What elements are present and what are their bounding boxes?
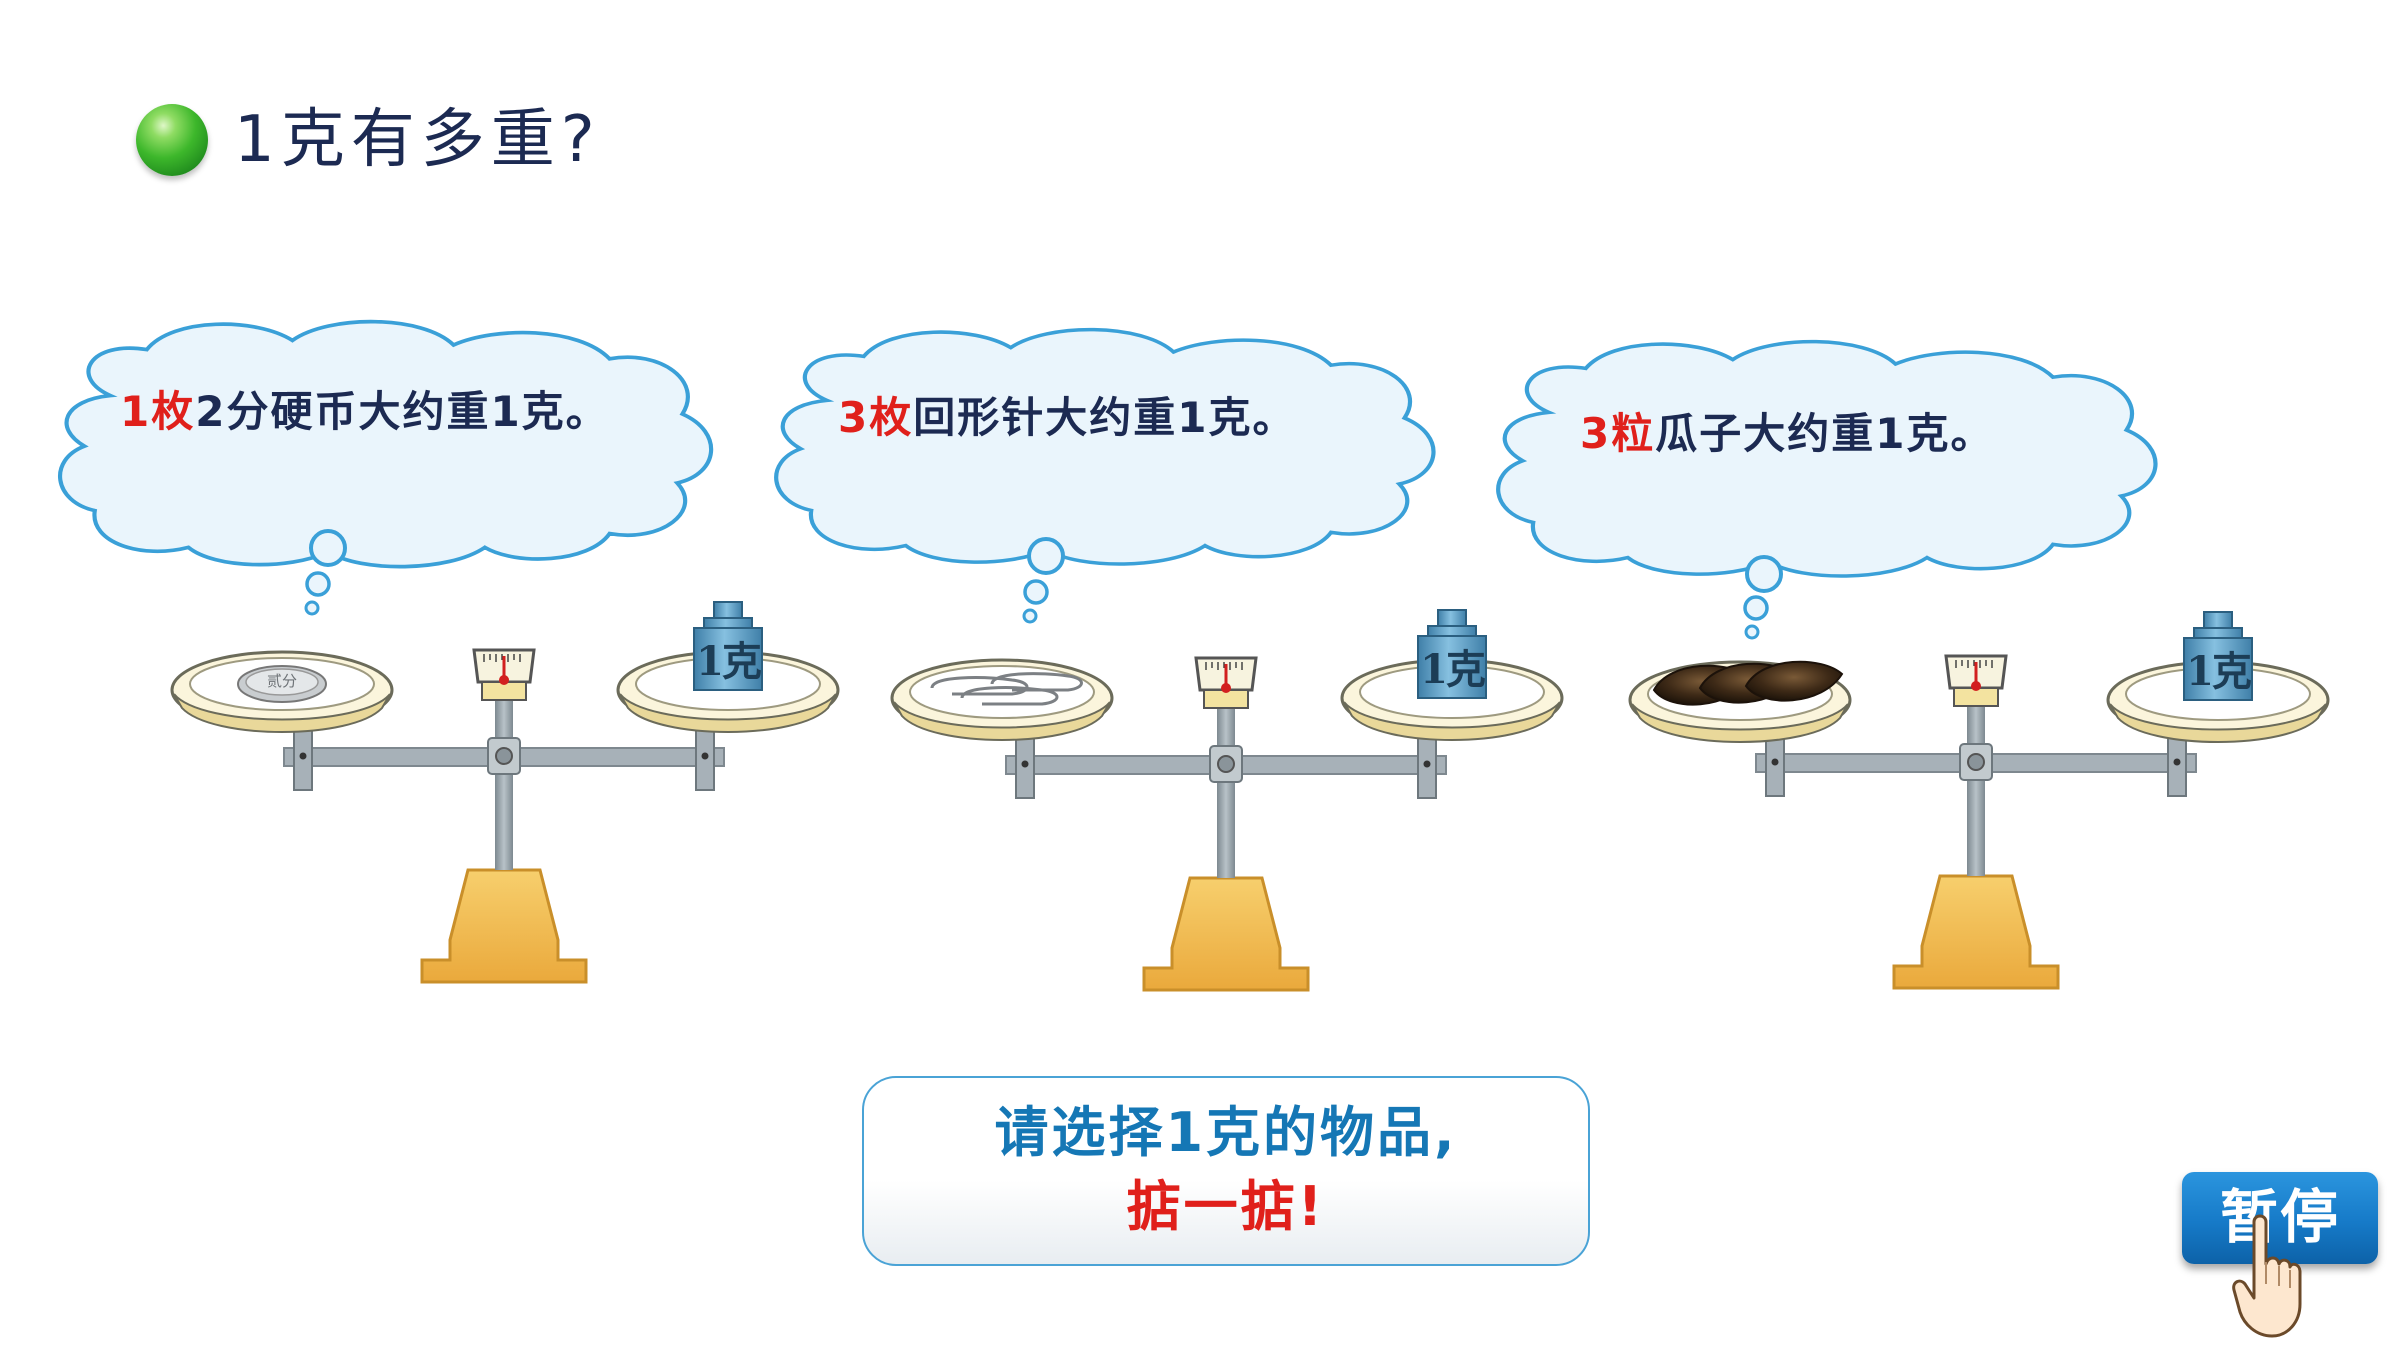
bubble-highlight: 1枚 — [120, 387, 196, 436]
weight-label: 1克 — [1420, 646, 1486, 693]
prompt-line-2: 掂一掂! — [1126, 1175, 1326, 1238]
pointing-hand-icon — [2232, 1214, 2302, 1338]
bubble-text-paperclip: 3枚回形针大约重1克。 — [838, 390, 1296, 446]
bubble-rest: 瓜子大约重1克。 — [1655, 409, 1995, 458]
bubble-highlight: 3粒 — [1580, 409, 1656, 458]
prompt-box — [862, 1076, 1590, 1266]
prompt-line-1: 请选择1克的物品, — [994, 1101, 1458, 1164]
page-title: 1克有多重? — [234, 103, 601, 177]
bubble-rest: 2分硬币大约重1克。 — [195, 387, 610, 436]
coin-label: 贰分 — [266, 672, 297, 690]
pause-button-label: 暂停 — [2219, 1185, 2340, 1250]
pause-button[interactable]: 暂停 — [2182, 1172, 2378, 1264]
title-bullet-icon — [136, 104, 208, 176]
weight-label: 1克 — [2186, 648, 2252, 695]
bubble-text-seed: 3粒瓜子大约重1克。 — [1580, 406, 1994, 462]
bubble-rest: 回形针大约重1克。 — [913, 393, 1297, 442]
bubble-text-coin: 1枚2分硬币大约重1克。 — [120, 384, 610, 440]
weight-label: 1克 — [696, 638, 762, 685]
bubble-highlight: 3枚 — [838, 393, 914, 442]
